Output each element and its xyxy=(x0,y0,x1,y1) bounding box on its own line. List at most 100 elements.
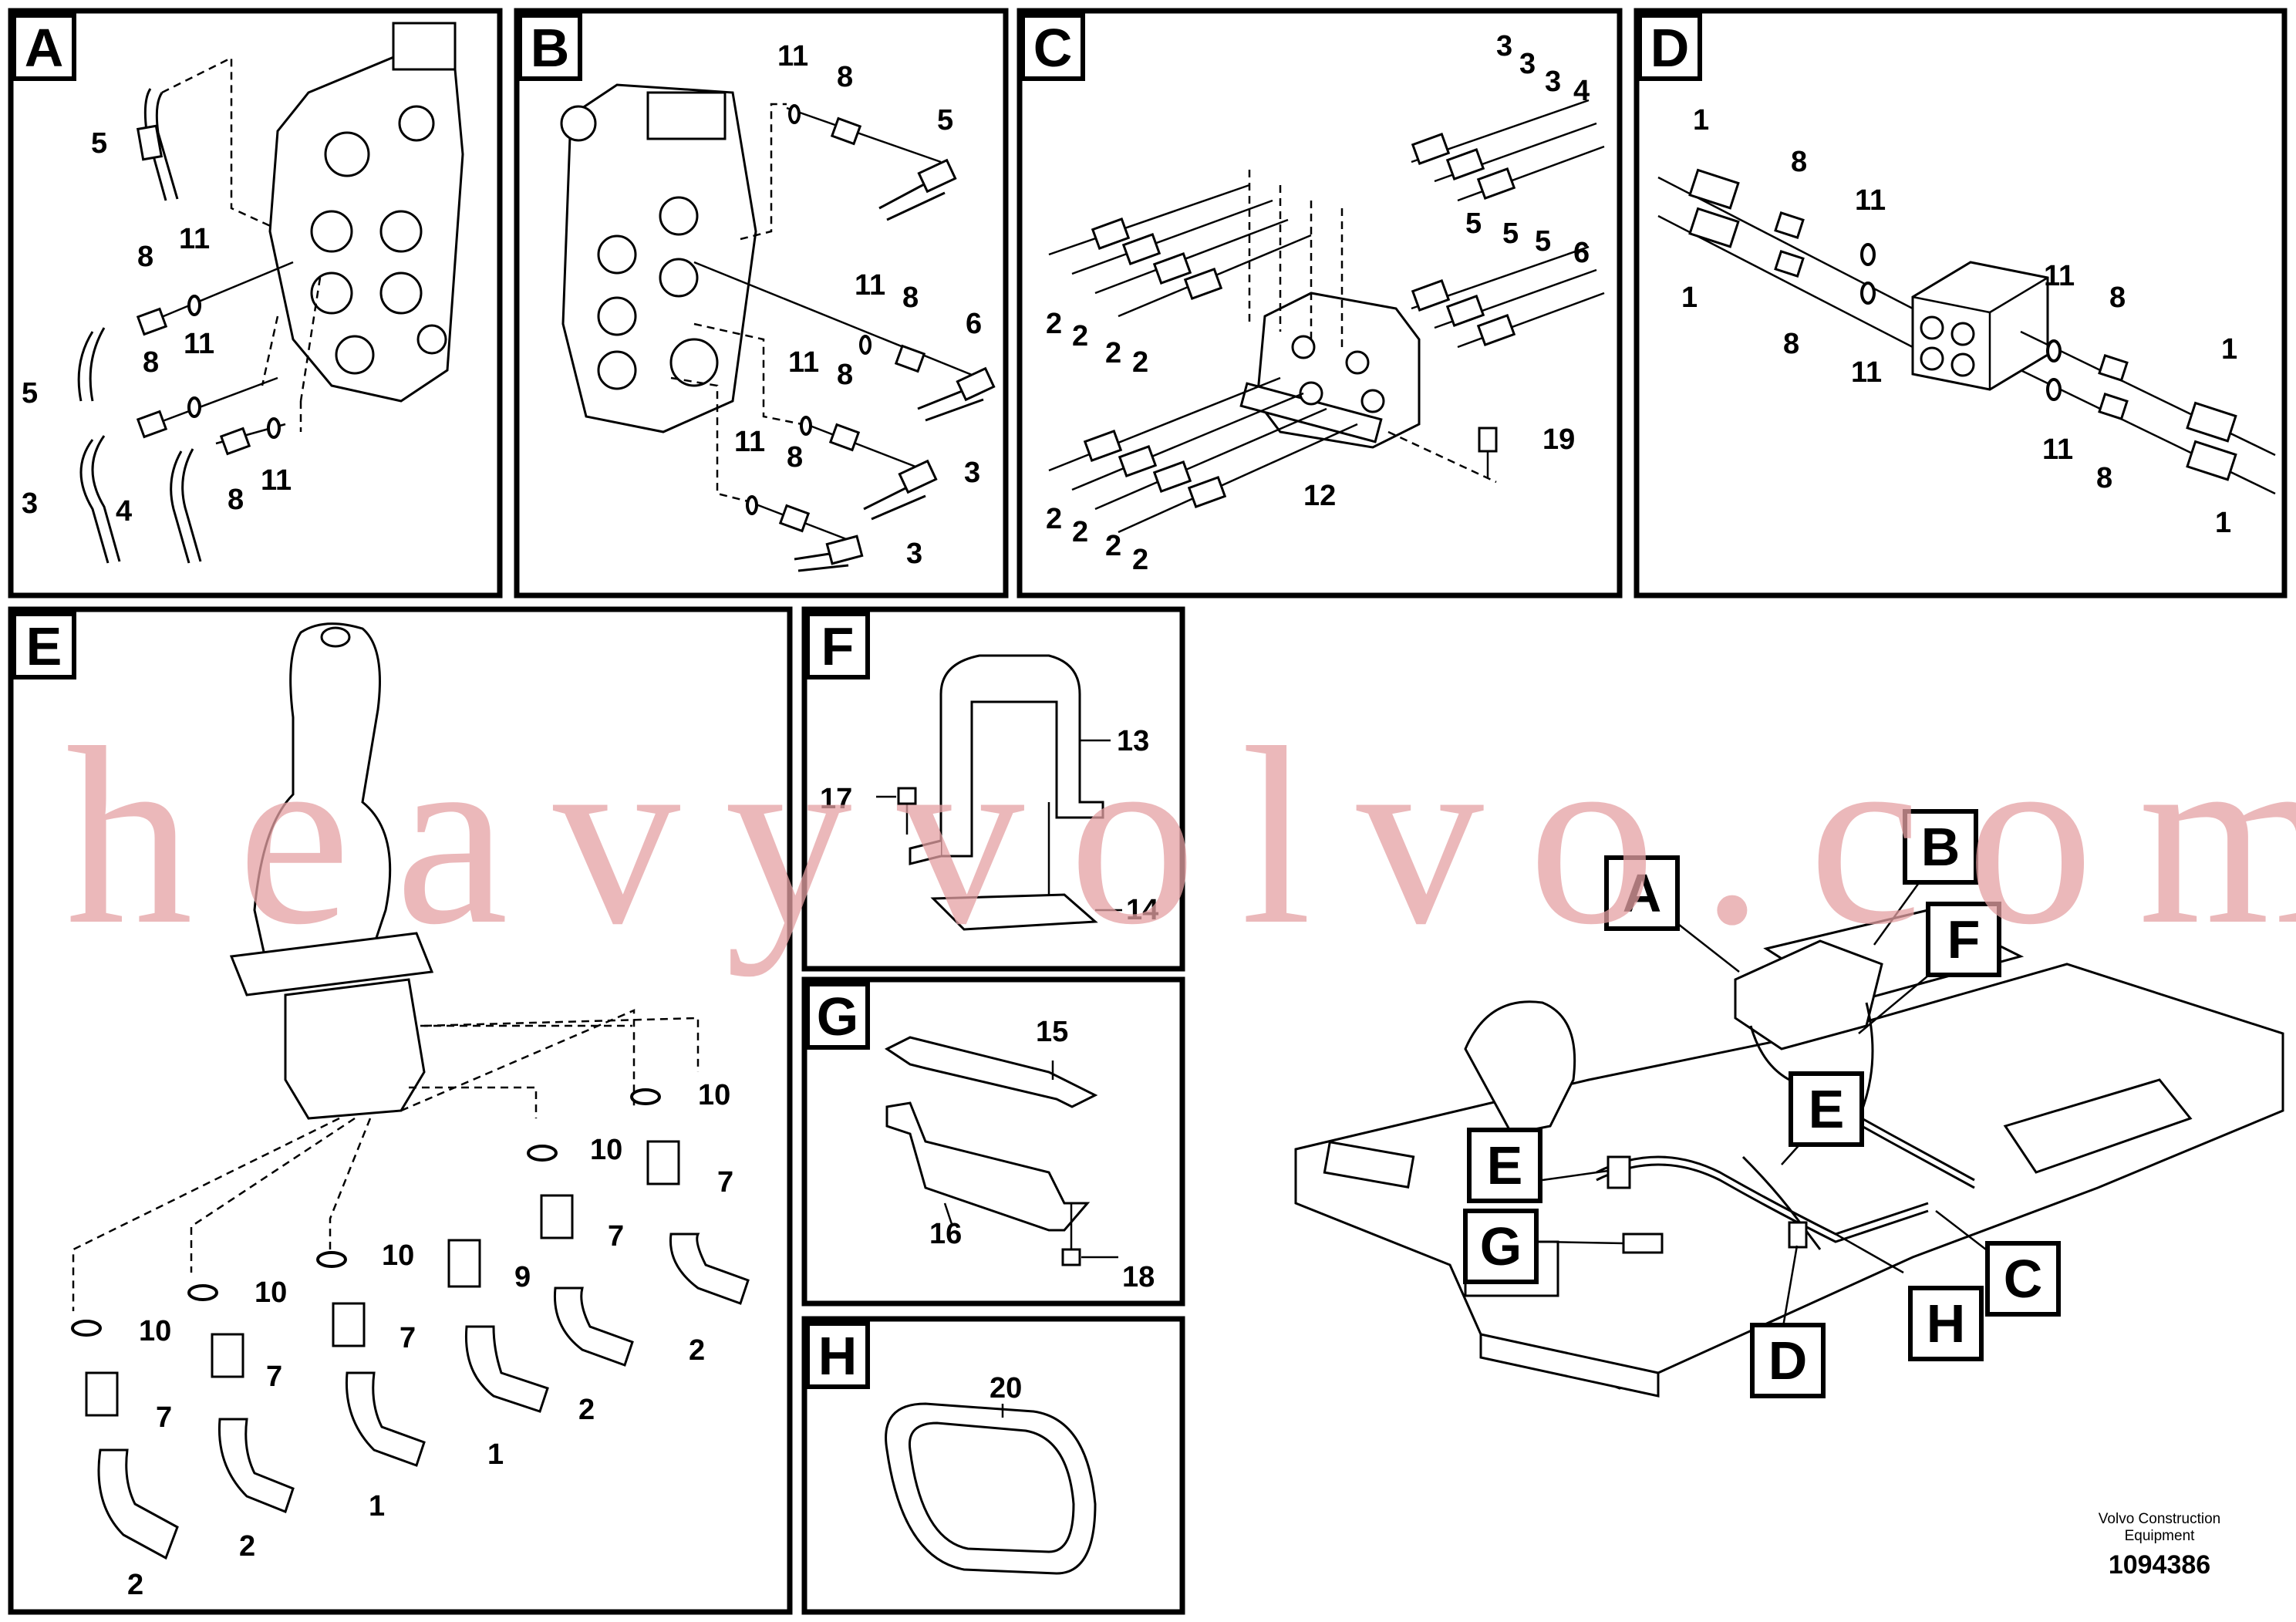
callout-f-1: 13 xyxy=(1117,725,1149,757)
panel-g-tag xyxy=(805,982,870,1050)
callout-d-10: 11 xyxy=(2042,433,2073,466)
callout-b-10: 11 xyxy=(734,426,765,458)
callout-g-3: 18 xyxy=(1122,1261,1155,1293)
callout-b-2: 8 xyxy=(837,61,853,93)
overview-tag-g-label: G xyxy=(1480,1216,1522,1276)
overview-control-valve xyxy=(1734,939,1883,1119)
panel-d-tag xyxy=(1637,13,1702,81)
callout-e-8: 7 xyxy=(400,1322,416,1354)
callout-d-2: 8 xyxy=(1791,146,1807,178)
callout-b-8: 8 xyxy=(837,359,853,391)
panel-e-tag xyxy=(12,612,76,679)
callout-c-13: 19 xyxy=(1542,423,1575,456)
overview-tag-b: B xyxy=(1903,809,1978,885)
brand-line-2: Equipment xyxy=(2125,1528,2196,1544)
callout-f-2: 17 xyxy=(820,783,852,815)
callout-a-10: 11 xyxy=(261,464,292,497)
overview-tag-b-label: B xyxy=(1921,817,1961,877)
bolt-17 xyxy=(876,787,917,835)
callout-e-13: 2 xyxy=(578,1394,595,1426)
overview-tag-f-upper: F xyxy=(1926,902,2001,977)
callout-a-3: 8 xyxy=(137,241,153,273)
callout-g-2: 16 xyxy=(929,1218,962,1250)
callout-d-8: 8 xyxy=(2109,282,2126,314)
fittings-d-right xyxy=(2020,330,2276,495)
panel-g-label: G xyxy=(817,986,858,1047)
panel-e: E 10 10 xyxy=(8,606,793,1615)
callout-c-18: 2 xyxy=(1132,544,1148,576)
panel-a-label: A xyxy=(25,18,64,78)
callout-e-6: 9 xyxy=(514,1261,531,1293)
callout-e-7: 10 xyxy=(255,1276,287,1309)
callout-b-11: 8 xyxy=(787,441,803,474)
callout-c-17: 2 xyxy=(1105,530,1121,562)
valve-block-c xyxy=(1239,292,1421,449)
callout-b-1: 11 xyxy=(777,40,808,73)
fittings-e xyxy=(71,1088,750,1560)
panel-c-label: C xyxy=(1033,18,1073,78)
callout-e-5: 7 xyxy=(608,1220,624,1253)
overview-tag-d-label: D xyxy=(1768,1330,1808,1391)
panel-c: C xyxy=(1017,8,1623,599)
callout-c-15: 2 xyxy=(1046,503,1062,535)
callout-b-6: 6 xyxy=(966,308,982,340)
panel-f: F 13 17 14 xyxy=(801,606,1185,972)
callout-e-2: 10 xyxy=(590,1134,622,1166)
callout-e-11: 7 xyxy=(156,1401,172,1434)
callout-d-5: 8 xyxy=(1783,328,1799,360)
panel-d: D 1 8 xyxy=(1633,8,2288,599)
callout-e-1: 10 xyxy=(698,1079,730,1111)
callout-a-5: 8 xyxy=(143,346,159,379)
callout-c-5: 5 xyxy=(1465,207,1482,240)
callout-b-5: 8 xyxy=(902,282,919,314)
overview-bracket-g xyxy=(1622,1233,1664,1254)
callout-b-3: 5 xyxy=(937,104,953,137)
callout-d-7: 11 xyxy=(2044,260,2075,292)
fittings-c-lower-left xyxy=(1048,376,1358,534)
callout-d-12: 1 xyxy=(2215,507,2231,539)
callout-d-6: 11 xyxy=(1851,356,1882,389)
panel-f-label: F xyxy=(821,616,855,676)
callout-a-9: 8 xyxy=(228,484,244,516)
overview-tag-e-left-label: E xyxy=(1487,1135,1523,1195)
fitting-row-a1 xyxy=(77,261,294,402)
bracket-16 xyxy=(885,1101,1091,1232)
fittings-c-right xyxy=(1387,99,1605,484)
callout-c-2: 3 xyxy=(1519,48,1536,80)
callout-c-8: 6 xyxy=(1573,237,1590,269)
panel-h-tag xyxy=(805,1321,870,1389)
overview-tag-f-upper-label: F xyxy=(1947,909,1981,969)
overview-tag-a: A xyxy=(1604,855,1680,931)
callout-c-14: 12 xyxy=(1303,480,1336,512)
callout-c-4: 4 xyxy=(1573,75,1590,107)
manifold-block-d xyxy=(1911,261,2049,391)
callout-g-1: 15 xyxy=(1036,1016,1068,1048)
callout-c-12: 2 xyxy=(1132,346,1148,379)
watermark-text: heavyvolvo.com xyxy=(66,696,2296,977)
callout-b-4: 11 xyxy=(855,269,885,302)
callout-b-9: 3 xyxy=(964,457,980,489)
hose-a-5-upper xyxy=(136,56,275,229)
overview-tag-h-label: H xyxy=(1927,1293,1966,1354)
fitting-row-a2 xyxy=(79,277,322,564)
fitting-row-a3 xyxy=(170,401,302,564)
callout-a-7: 3 xyxy=(22,487,38,520)
fittings-d-left xyxy=(1657,168,1913,349)
callout-a-1: 5 xyxy=(91,127,107,160)
pad-14 xyxy=(930,893,1098,931)
pilot-lines-e xyxy=(72,1009,700,1311)
lines-b xyxy=(670,103,996,572)
callout-h-1: 20 xyxy=(990,1372,1022,1404)
callout-d-1: 1 xyxy=(1693,104,1709,137)
panel-b-tag xyxy=(518,13,582,81)
panel-f-tag xyxy=(805,612,870,679)
callout-e-17: 2 xyxy=(127,1569,143,1601)
callout-c-3: 3 xyxy=(1545,66,1561,98)
callout-d-4: 1 xyxy=(1681,282,1698,314)
callout-e-12: 2 xyxy=(689,1334,705,1367)
callout-c-6: 5 xyxy=(1502,218,1519,250)
overview-tag-c: C xyxy=(1985,1241,2061,1317)
callout-c-1: 3 xyxy=(1496,30,1512,62)
callout-a-4: 5 xyxy=(22,377,38,410)
